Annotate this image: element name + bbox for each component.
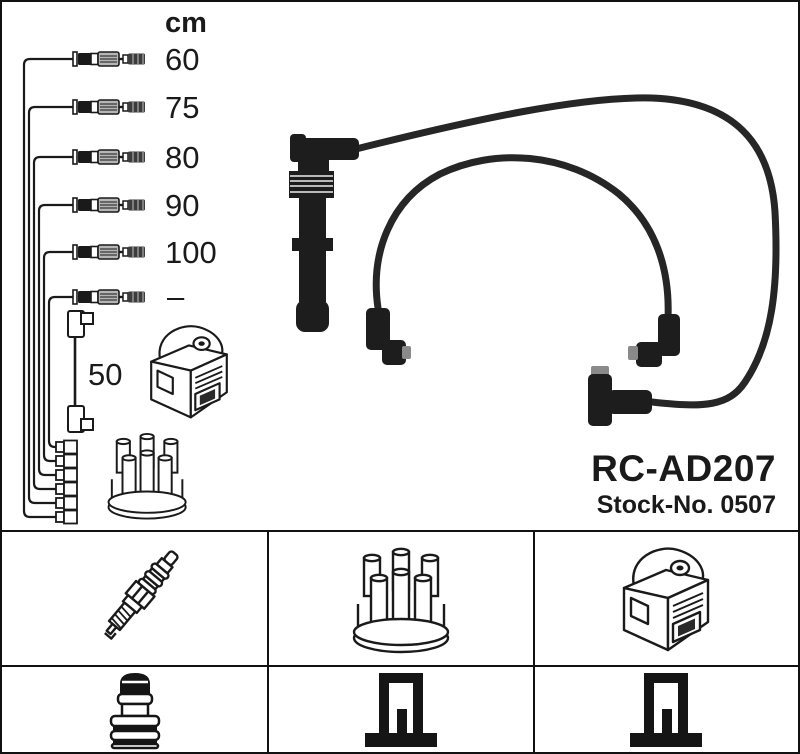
length-label-90: 90 [165, 188, 199, 223]
distributor-connector [55, 495, 78, 511]
cable-photo-inner [372, 154, 672, 322]
cable-unspecified [71, 288, 147, 306]
coil-end-connector-icon [630, 672, 703, 747]
length-label-100: 100 [165, 235, 217, 270]
cable-60cm [71, 50, 147, 68]
length-label-75: 75 [165, 90, 199, 125]
cable-90cm [71, 196, 147, 214]
length-label-dash: – [167, 279, 185, 314]
legend-cell-distributor-end-connector [267, 665, 533, 752]
right-angle-boot-photo [628, 314, 680, 367]
coil-boot-photo [289, 134, 359, 332]
distributor-connector [55, 439, 78, 455]
right-angle-boot-photo [588, 366, 652, 426]
legend-cell-spark-plug [2, 530, 268, 665]
distributor-connector [55, 509, 78, 525]
length-bracket [42, 250, 74, 463]
distributor-cap-drawing [107, 432, 187, 520]
stock-number: Stock-No. 0507 [596, 490, 776, 519]
legend-grid [2, 530, 798, 752]
right-angle-boot-photo [366, 308, 411, 365]
ignition-coil-icon [623, 546, 710, 651]
length-label-80: 80 [165, 140, 199, 175]
cable-length-diagram [22, 57, 74, 519]
distributor-end-connector-icon [364, 672, 437, 747]
spark-plug-terminal-icon [109, 671, 160, 749]
cable-80cm [71, 148, 147, 166]
legend-cell-coil-end-connector [532, 665, 798, 752]
length-bracket [32, 155, 74, 491]
cable-photo-outer [352, 94, 780, 409]
distributor-connector [55, 481, 78, 497]
length-bracket [37, 203, 74, 477]
length-bracket [27, 105, 74, 505]
product-id-block: RC-AD207 Stock-No. 0507 [591, 448, 776, 519]
distributor-connector [55, 467, 78, 483]
length-label-60: 60 [165, 42, 199, 77]
part-number: RC-AD207 [591, 448, 776, 489]
legend-cell-plug-terminal [2, 665, 268, 752]
ignition-coil-drawing [150, 325, 228, 419]
product-photo-cables [289, 94, 780, 426]
legend-cell-distributor-cap [267, 530, 533, 665]
coil-lead-length-label: 50 [88, 357, 122, 392]
length-bracket [47, 295, 74, 449]
diagram-area: cm 60 75 80 90 100 – 50 [22, 7, 780, 525]
distributor-cap-icon [352, 547, 450, 653]
distributor-connector [55, 453, 78, 469]
coil-lead-drawing [67, 310, 94, 433]
legend-cell-ignition-coil [532, 530, 798, 665]
cable-100cm [71, 243, 147, 261]
spark-plug-icon [95, 544, 185, 644]
cable-75cm [71, 98, 147, 116]
length-bracket [22, 57, 74, 519]
unit-label: cm [165, 7, 207, 39]
